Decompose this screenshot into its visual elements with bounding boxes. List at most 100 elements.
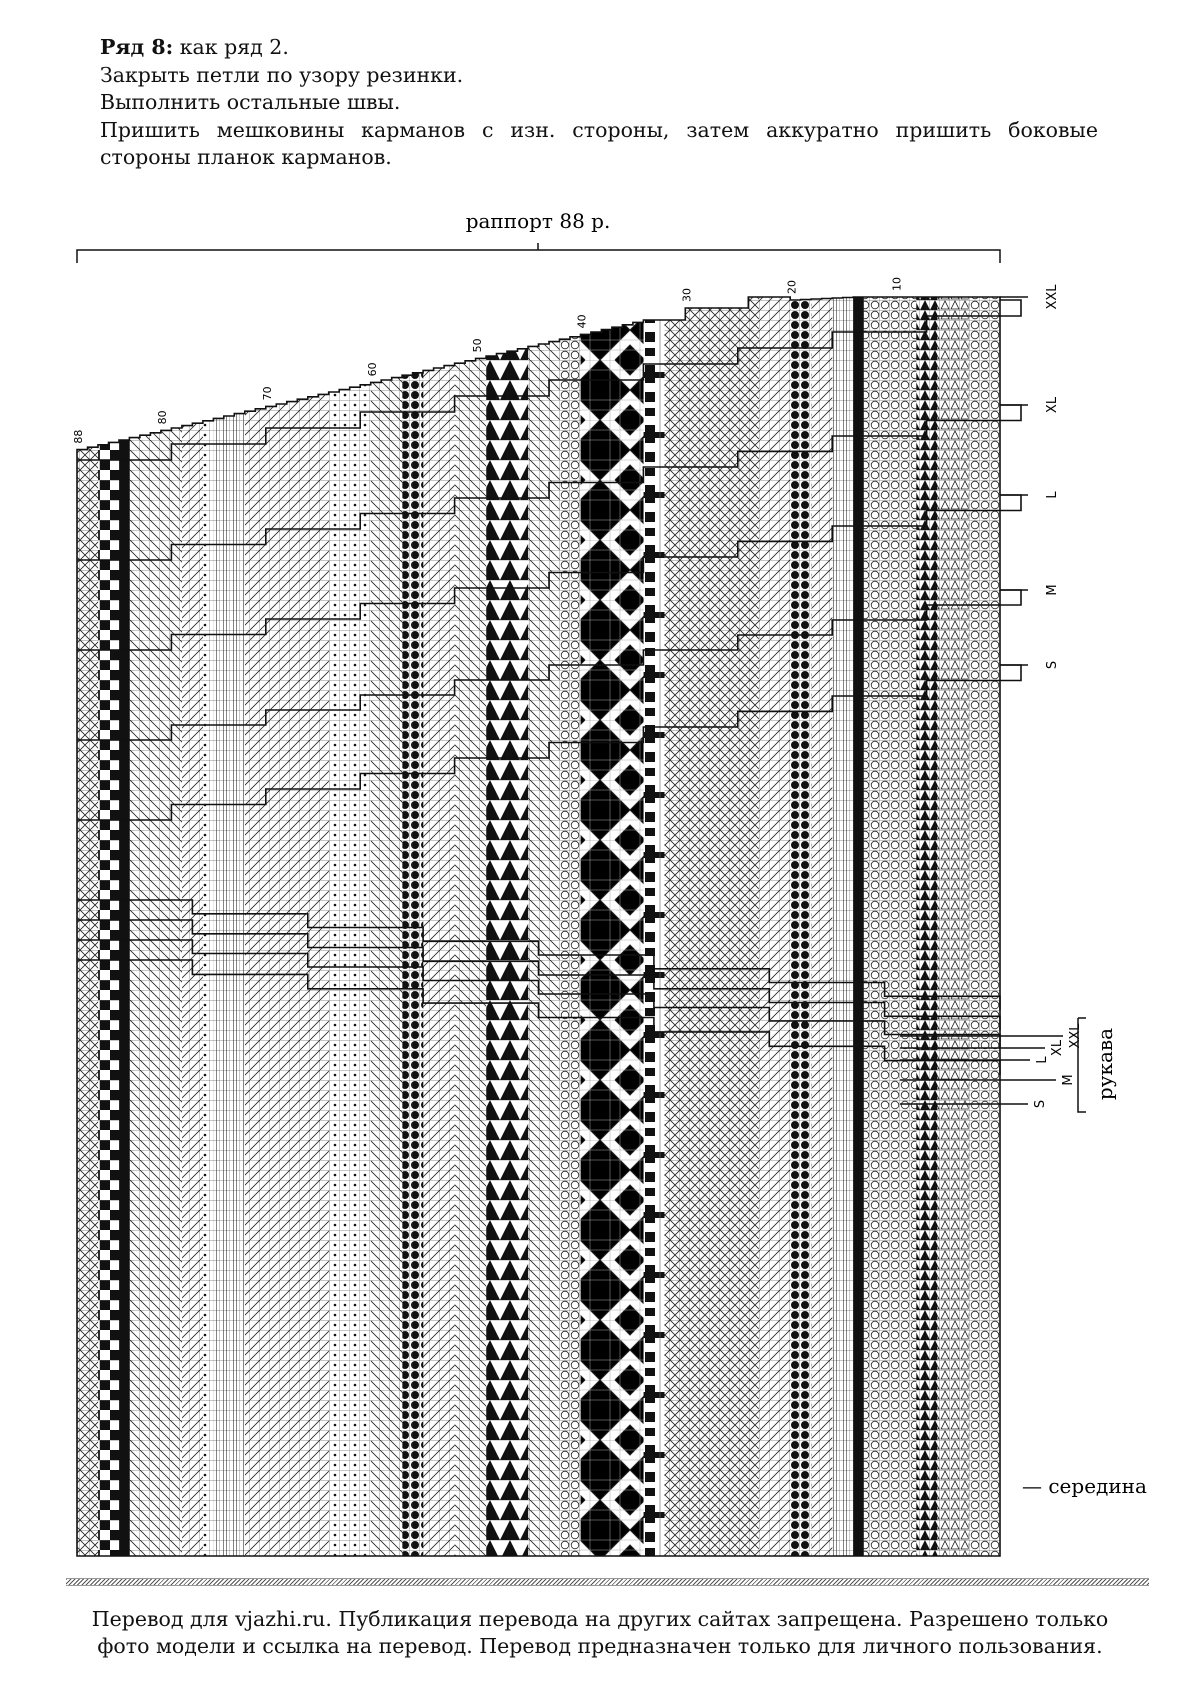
row-text: как ряд 2.	[179, 35, 289, 59]
repeat-bracket	[76, 243, 1001, 263]
chart-column	[223, 416, 235, 1556]
chart-column	[412, 372, 424, 1556]
body-size-label: S	[1045, 661, 1060, 669]
repeat-label: раппорт 88 р.	[466, 209, 611, 233]
chart-column	[737, 308, 749, 1556]
sleeve-size-label: S	[1033, 1100, 1048, 1108]
instructions-text: Ряд 8: как ряд 2. Закрыть петли по узору…	[100, 34, 1098, 172]
chart-column	[160, 430, 172, 1556]
footer-line: фото модели и ссылка на перевод. Перевод…	[97, 1634, 1103, 1658]
chart-column	[475, 358, 487, 1556]
size-shaping-line	[77, 494, 1022, 651]
instruction-line: Выполнить остальные швы.	[100, 90, 401, 114]
chart-column	[517, 348, 529, 1556]
sleeve-label: рукава	[1093, 1028, 1117, 1100]
size-shaping-line	[77, 939, 1001, 1048]
body-size-label: M	[1045, 584, 1060, 595]
chart-column	[769, 297, 780, 1556]
chart-column	[748, 297, 759, 1556]
chart-column	[97, 444, 109, 1556]
chart-column	[465, 360, 476, 1556]
chart-column	[108, 442, 120, 1556]
chart-column	[360, 384, 371, 1556]
instruction-row-8: Ряд 8: как ряд 2.	[100, 34, 1098, 62]
chart-column	[758, 297, 770, 1556]
chart-column	[695, 308, 707, 1556]
size-shaping-line	[77, 919, 1001, 1030]
chart-column	[370, 382, 382, 1556]
column-number: 10	[890, 277, 903, 291]
size-shaping-line	[77, 299, 1022, 461]
chart-column	[276, 404, 287, 1556]
footer-line: Перевод для vjazhi.ru. Публикация перево…	[91, 1607, 1109, 1631]
chart-column	[632, 322, 644, 1556]
chart-column	[381, 380, 392, 1556]
chart-column	[653, 320, 665, 1556]
chart-column	[307, 396, 319, 1556]
chart-column	[87, 447, 99, 1557]
chart-column	[423, 370, 434, 1556]
column-number: 70	[261, 386, 274, 400]
chart-column	[349, 387, 361, 1557]
chart-column	[926, 297, 938, 1556]
chart-column	[213, 418, 224, 1556]
chart-column	[569, 336, 581, 1556]
chart-column	[685, 308, 696, 1556]
size-shaping-line	[77, 589, 1022, 741]
chart-column	[979, 297, 990, 1556]
chart-column	[905, 297, 917, 1556]
chart-column	[800, 299, 812, 1556]
chart-column	[832, 298, 843, 1556]
chart-column	[129, 437, 141, 1557]
chart-column	[339, 389, 350, 1557]
chart-column	[916, 297, 927, 1556]
chart-column	[244, 411, 256, 1557]
chart-column	[947, 297, 959, 1556]
chart-column	[842, 297, 854, 1556]
chart-outline	[76, 296, 1001, 1557]
chart-column	[727, 308, 738, 1556]
chart-column	[548, 341, 560, 1557]
chart-column	[580, 334, 592, 1556]
chart-column	[255, 408, 266, 1556]
chart-column	[286, 401, 298, 1557]
chart-column	[716, 308, 728, 1556]
chart-column	[150, 432, 162, 1556]
body-size-label: L	[1045, 491, 1060, 499]
chart-column	[192, 423, 204, 1557]
chart-column	[790, 300, 801, 1556]
sleeve-bracket	[1077, 1017, 1086, 1113]
chart-column	[202, 420, 214, 1556]
chart-column	[181, 425, 193, 1557]
column-number: 50	[471, 338, 484, 352]
chart-column	[318, 394, 329, 1556]
chart-column	[559, 339, 571, 1557]
size-shaping-lines	[77, 299, 1022, 1075]
footer-note: Перевод для vjazhi.ru. Публикация перево…	[60, 1606, 1140, 1660]
instruction-line: Закрыть петли по узору резинки.	[100, 62, 464, 87]
chart-column	[528, 346, 539, 1556]
chart-column	[171, 428, 183, 1556]
chart-column	[895, 297, 906, 1556]
column-number: 88	[72, 430, 85, 444]
sleeve-size-label: M	[1061, 1074, 1076, 1085]
body-size-label: XXL	[1045, 284, 1060, 310]
chart-column	[486, 356, 497, 1556]
column-number: 20	[786, 280, 799, 294]
chart-column	[402, 375, 413, 1557]
chart-column	[328, 392, 340, 1556]
sleeve-size-label: XL	[1050, 1039, 1065, 1056]
chart-column	[601, 329, 613, 1557]
chart-column	[643, 320, 655, 1556]
sleeve-size-label: L	[1035, 1056, 1050, 1064]
chart-column	[863, 297, 875, 1556]
size-shaping-line	[77, 664, 1022, 821]
chart-column	[853, 297, 864, 1556]
instruction-line: стороны планок карманов.	[100, 145, 392, 169]
chart-column	[265, 406, 277, 1556]
column-number: 60	[366, 362, 379, 376]
chart-grid	[76, 296, 1001, 1557]
body-size-label: XL	[1045, 396, 1060, 413]
middle-label: — середина	[1022, 1474, 1147, 1498]
